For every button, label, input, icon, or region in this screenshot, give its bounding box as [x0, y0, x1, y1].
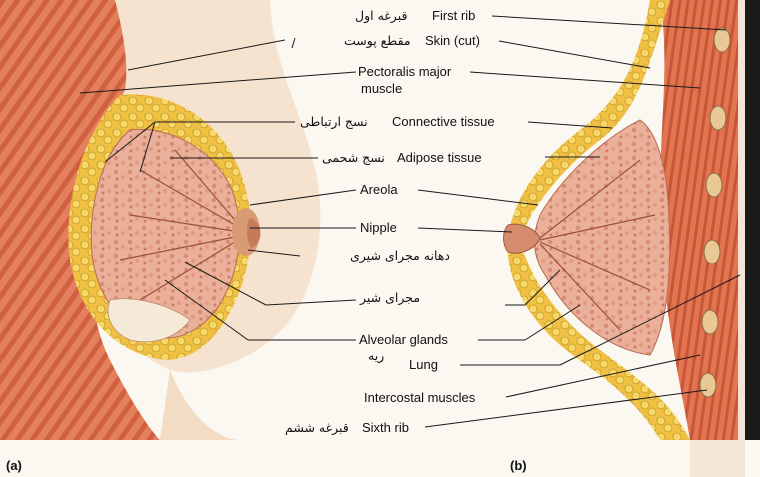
label-first-rib: First rib: [432, 8, 475, 23]
label-intercostal-muscles: Intercostal muscles: [364, 390, 475, 405]
label-sixth-rib-fa: قبرغه ششم: [285, 420, 349, 435]
label-first-rib-fa: قبرغه اول: [355, 8, 407, 23]
label-skin-cut: Skin (cut): [425, 33, 480, 48]
label-sixth-rib: Sixth rib: [362, 420, 409, 435]
label-milk-duct-fa: مجرای شیر: [360, 290, 420, 305]
label-milk-duct-opening-fa: دهانه مجرای شیری: [350, 248, 450, 263]
label-skin-cut-fa: مقطع پوست: [344, 33, 411, 48]
label-pectoralis-major: Pectoralis major: [358, 64, 451, 79]
label-lung: Lung: [409, 357, 438, 372]
label-connective-tissue: Connective tissue: [392, 114, 495, 129]
panel-label-a: (a): [6, 458, 22, 473]
label-nipple: Nipple: [360, 220, 397, 235]
label-adipose-tissue-fa: نسج شحمی: [322, 150, 385, 165]
label-areola: Areola: [360, 182, 398, 197]
label-lung-fa: ریه: [368, 348, 384, 363]
panel-a-artwork: [0, 0, 320, 440]
panel-b-artwork: [504, 0, 760, 477]
label-connective-tissue-fa: نسج ارتباطی: [300, 114, 368, 129]
label-alveolar-glands: Alveolar glands: [359, 332, 448, 347]
panel-label-b: (b): [510, 458, 527, 473]
label-adipose-tissue: Adipose tissue: [397, 150, 482, 165]
label-pectoralis-muscle: muscle: [361, 81, 402, 96]
